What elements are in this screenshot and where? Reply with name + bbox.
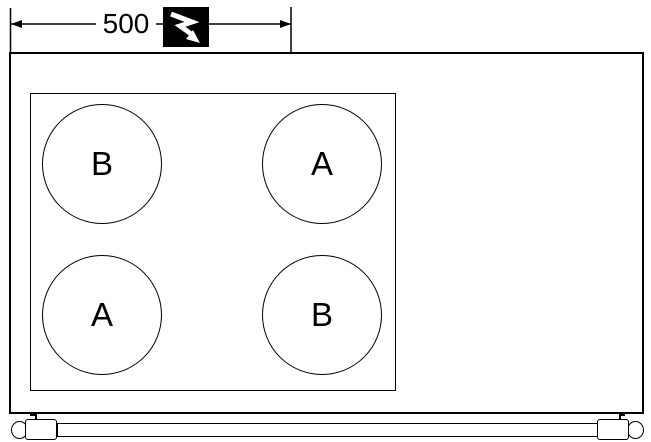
burner-label: B bbox=[310, 296, 333, 333]
front-rail bbox=[57, 423, 598, 437]
burner-top-left: B bbox=[42, 104, 162, 224]
rail-bracket-right bbox=[597, 419, 629, 440]
bracket-connector-right bbox=[619, 413, 621, 420]
burner-label: A bbox=[310, 145, 333, 182]
rail-bracket-left bbox=[25, 419, 57, 440]
bracket-connector-right-horizontal bbox=[619, 414, 625, 416]
foot-right bbox=[627, 421, 644, 439]
burner-bottom-right: B bbox=[262, 255, 382, 375]
bracket-connector-left bbox=[35, 413, 37, 420]
arrow-left-icon bbox=[11, 20, 22, 28]
lightning-bolt-arrow-icon bbox=[163, 7, 209, 47]
burner-label: A bbox=[90, 296, 113, 333]
bracket-connector-left-horizontal bbox=[30, 414, 36, 416]
burner-top-right: A bbox=[262, 104, 382, 224]
burner-bottom-left: A bbox=[42, 255, 162, 375]
arrow-right-icon bbox=[280, 20, 291, 28]
dimension-label: 500 bbox=[96, 9, 156, 39]
burner-label: B bbox=[90, 145, 113, 182]
